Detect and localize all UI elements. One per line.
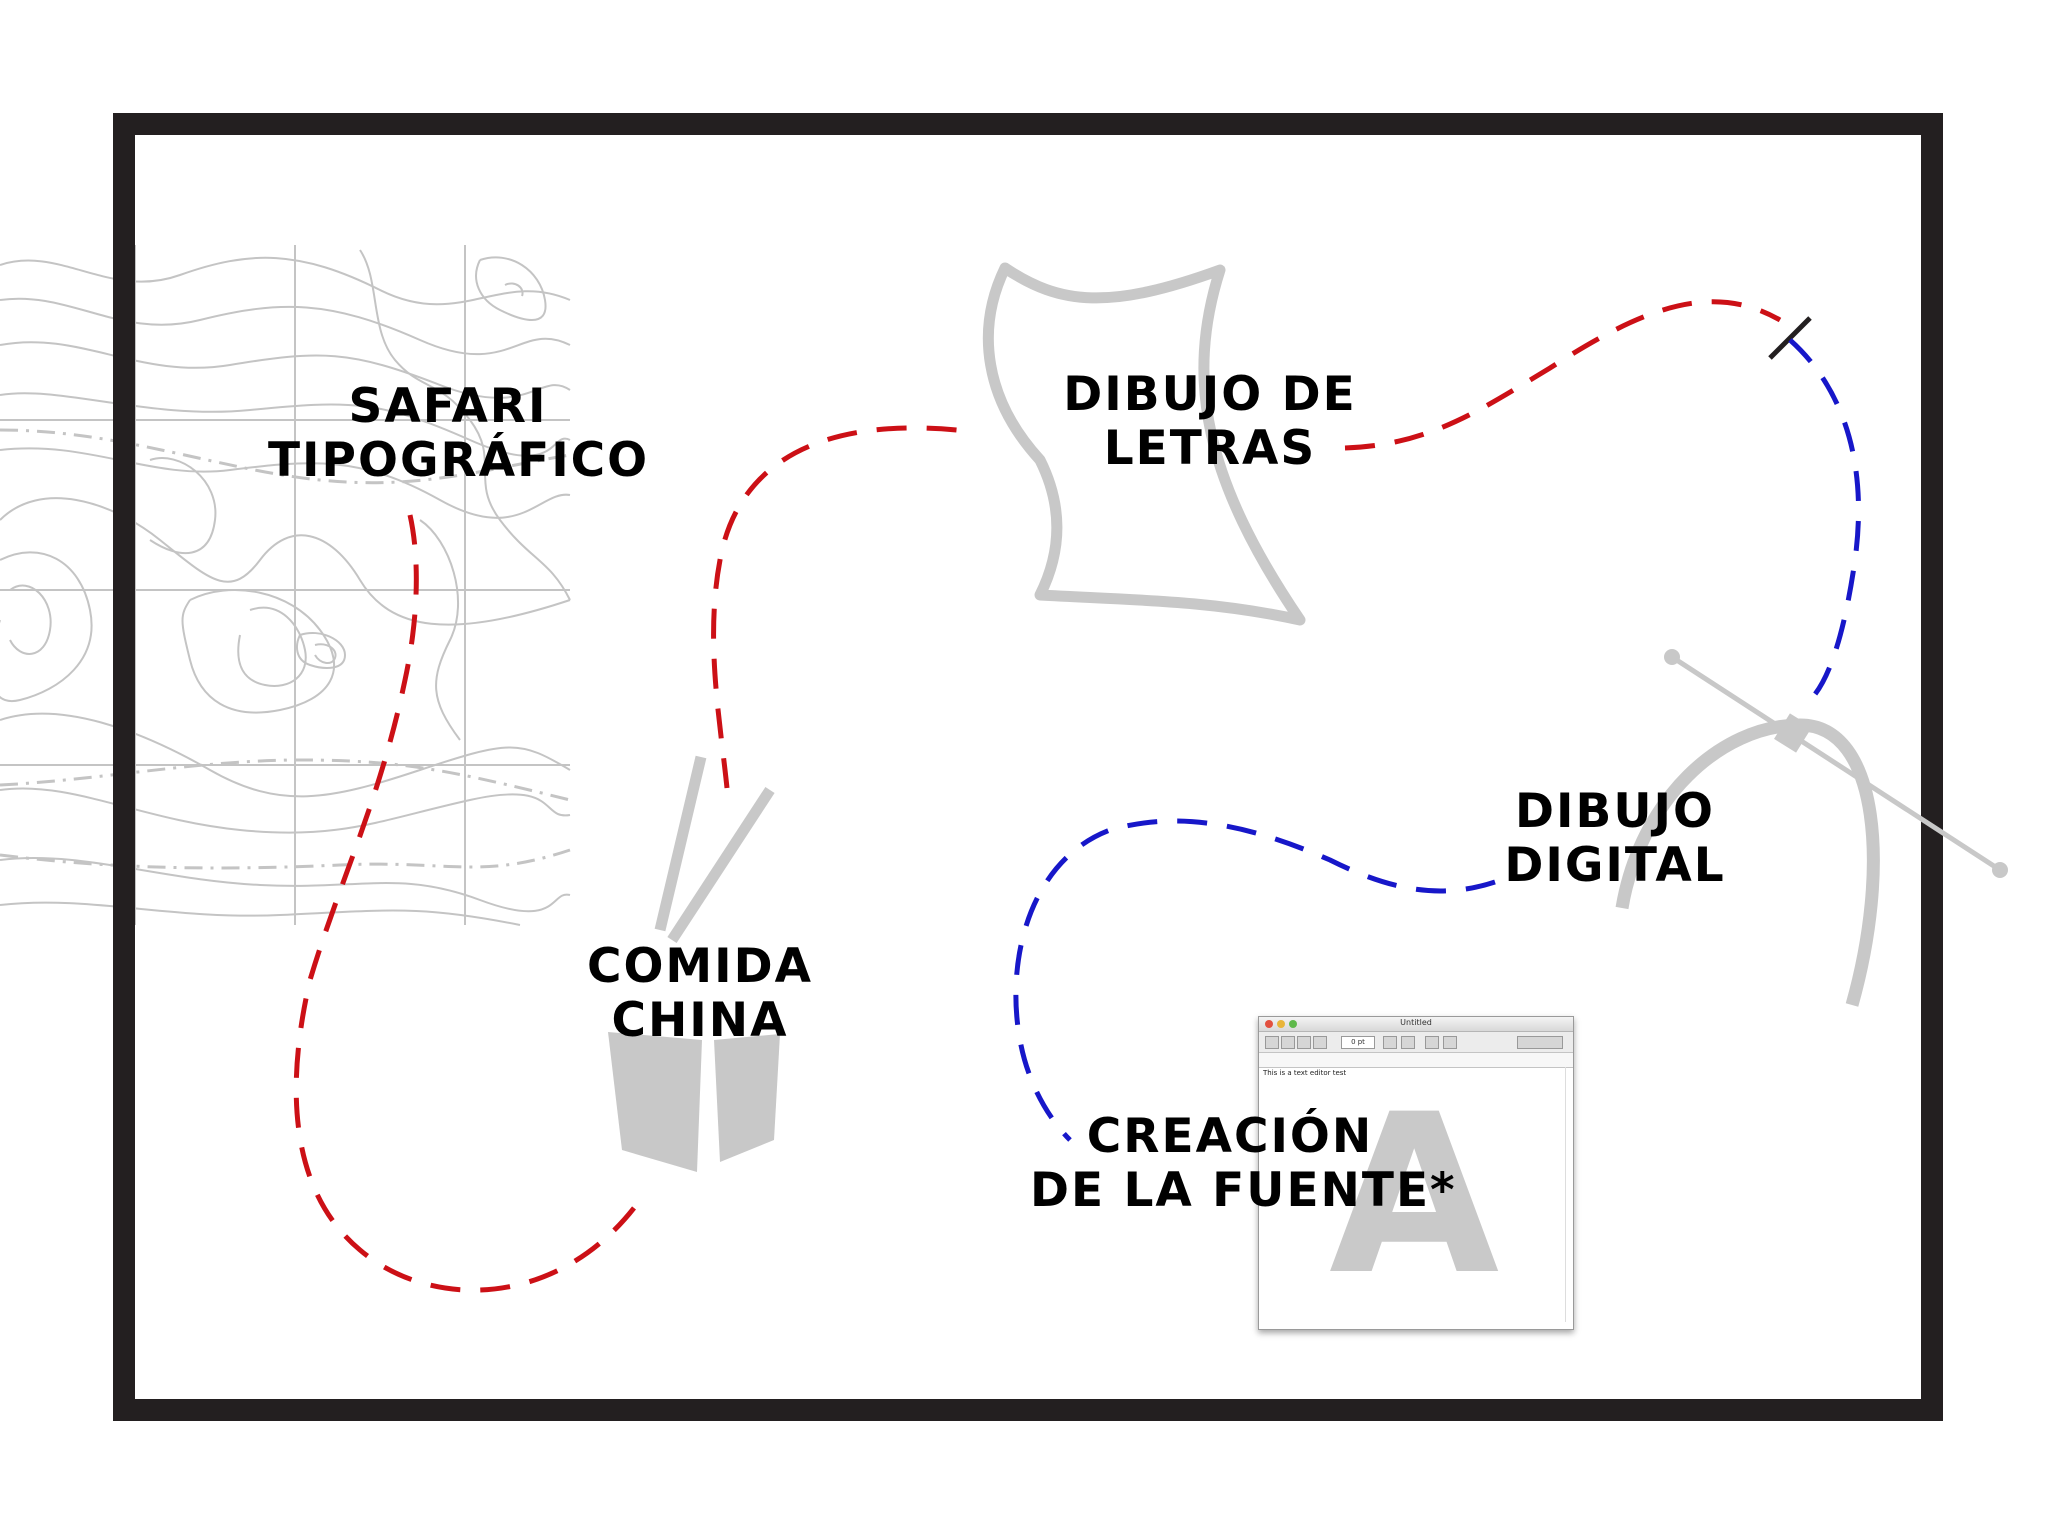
font-glyph-preview: A [1329,1067,1500,1323]
map-boundary-lines [0,428,571,870]
close-window-icon[interactable] [1265,1020,1273,1028]
zoom-window-icon[interactable] [1289,1020,1297,1028]
justify-button[interactable] [1313,1036,1327,1049]
bezier-curve-icon [1615,649,2008,1007]
editor-ruler[interactable] [1259,1053,1573,1068]
align-right-button[interactable] [1297,1036,1311,1049]
editor-scrollbar[interactable] [1565,1067,1571,1322]
label-dibujo-de-letras: DIBUJO DE LETRAS [1063,367,1357,476]
minimize-window-icon[interactable] [1277,1020,1285,1028]
columns-button[interactable] [1425,1036,1439,1049]
route-break-marker [1768,316,1812,360]
route-red [293,299,1782,1293]
line-spacing-field[interactable]: 0 pt [1341,1036,1375,1049]
tab-stops-button[interactable] [1517,1036,1563,1049]
route-blue [1013,338,1861,1142]
label-creacion-de-la-fuente: CREACIÓN DE LA FUENTE* [1030,1109,1457,1218]
list-menu-button[interactable] [1401,1036,1415,1049]
chopsticks-icon [654,755,775,944]
spacing-menu-button[interactable] [1383,1036,1397,1049]
label-safari-tipografico: SAFARI TIPOGRÁFICO [268,379,650,488]
text-editor-window: Untitled 0 pt This is a text editor test… [1258,1016,1574,1330]
table-button[interactable] [1443,1036,1457,1049]
takeout-box-icon [608,1032,780,1172]
editor-document-text[interactable]: This is a text editor test [1263,1069,1347,1077]
map-frame [113,113,1943,1421]
topographic-map [0,245,571,926]
editor-window-title: Untitled [1400,1018,1432,1027]
editor-toolbar: 0 pt [1259,1032,1573,1053]
editor-titlebar: Untitled [1259,1017,1573,1032]
align-left-button[interactable] [1265,1036,1279,1049]
align-center-button[interactable] [1281,1036,1295,1049]
letter-shape [983,262,1306,626]
label-dibujo-digital: DIBUJO DIGITAL [1504,784,1726,893]
label-comida-china: COMIDA CHINA [586,939,814,1048]
